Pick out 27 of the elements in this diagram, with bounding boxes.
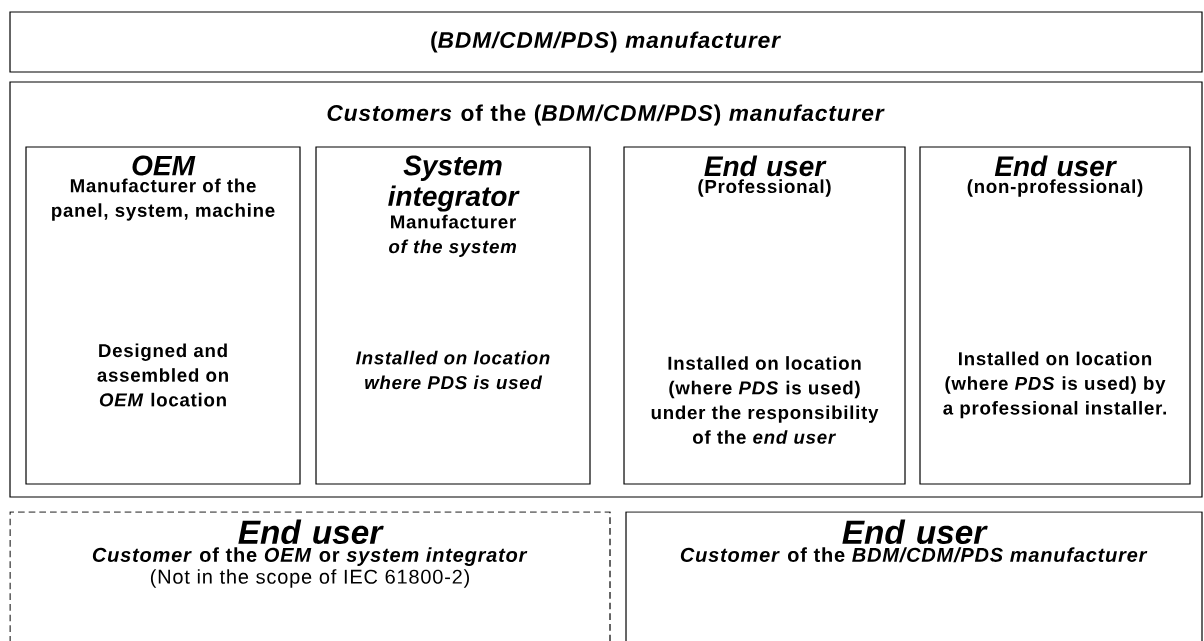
heading: OEM (132, 155, 196, 176)
category-box (9, 511, 611, 641)
description: Installed on location where PDS is used (356, 350, 550, 390)
description: Installed on location (where PDS is used) under the responsibility of the end user (651, 356, 879, 444)
description: (non-professional) (967, 179, 1143, 197)
description: Designed and assembled on OEM location (97, 343, 228, 407)
category-box (623, 146, 906, 485)
group-panel (9, 81, 1203, 498)
description: Manufacturer of the panel, system, machine (52, 178, 275, 221)
description: Customer of the BDM/CDM/PDS manufacturer (680, 547, 1148, 563)
category-box (315, 146, 591, 485)
group-band (9, 11, 1203, 73)
heading: (BDM/CDM/PDS) manufacturer (431, 31, 781, 53)
category-box (25, 146, 301, 485)
heading: End user (994, 155, 1117, 177)
category-box (919, 146, 1191, 485)
heading: Customers of the (BDM/CDM/PDS) manufacturer (327, 104, 885, 126)
description: Manufacturer of the system (389, 214, 517, 257)
description: (Not in the scope of IEC 61800-2) (150, 569, 469, 588)
heading: End user (704, 155, 827, 177)
description: (Professional) (698, 179, 831, 197)
category-box (625, 511, 1203, 641)
description: Installed on location (where PDS is used) by a professional installer. (943, 351, 1166, 419)
heading: End user (238, 519, 384, 545)
description: Customer of the OEM or system integrator (92, 547, 528, 566)
heading: System integrator (388, 155, 520, 212)
heading: End user (842, 519, 988, 545)
